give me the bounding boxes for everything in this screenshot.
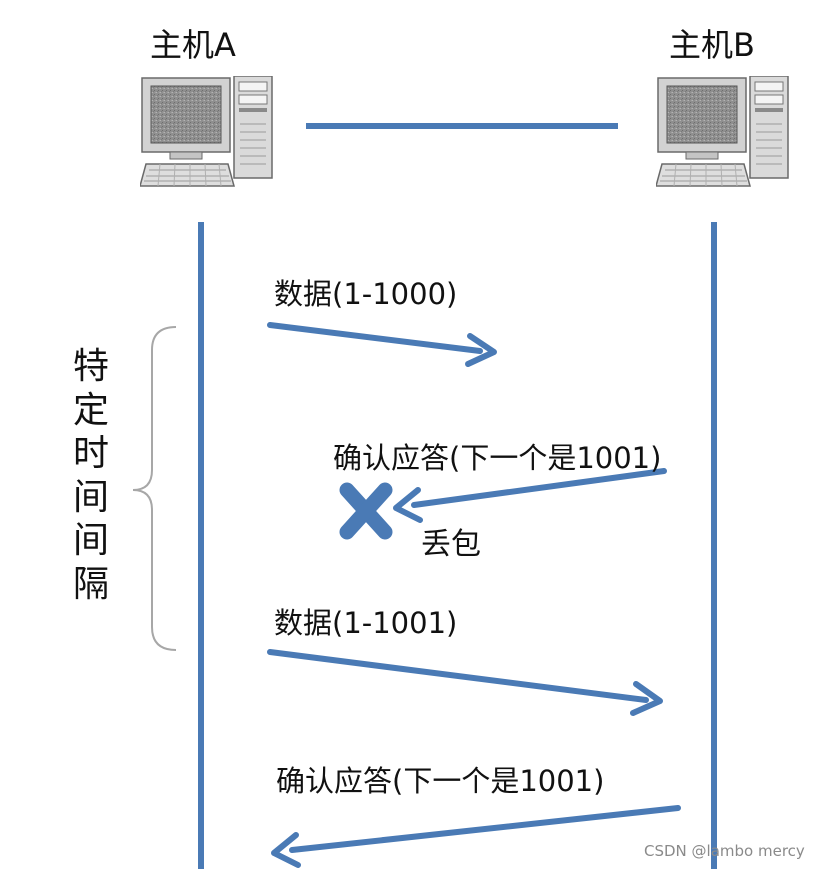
host-b-computer-icon [656, 76, 789, 187]
arrow-ack-lost [393, 468, 667, 523]
host-a-label: 主机A [150, 26, 236, 64]
message-label-data-1001: 数据(1-1001) [274, 606, 458, 640]
message-label-data-1000: 数据(1-1000) [274, 277, 458, 311]
packet-loss-label: 丢包 [421, 527, 481, 562]
arrow-data-1001 [267, 649, 663, 716]
packet-loss-x-icon [339, 482, 393, 540]
host-a-computer-icon [140, 76, 273, 187]
message-label-ack-lost: 确认应答(下一个是1001) [333, 441, 662, 475]
interval-bracket [132, 326, 177, 651]
arrow-ack-1001 [271, 805, 681, 868]
arrow-data-1000 [267, 322, 497, 367]
message-label-ack-1001: 确认应答(下一个是1001) [276, 764, 605, 798]
watermark: CSDN @lambo mercy [644, 842, 805, 860]
timeout-interval-label: 特 定 时 间 间 隔 [72, 346, 109, 605]
host-b-label: 主机B [669, 26, 755, 64]
